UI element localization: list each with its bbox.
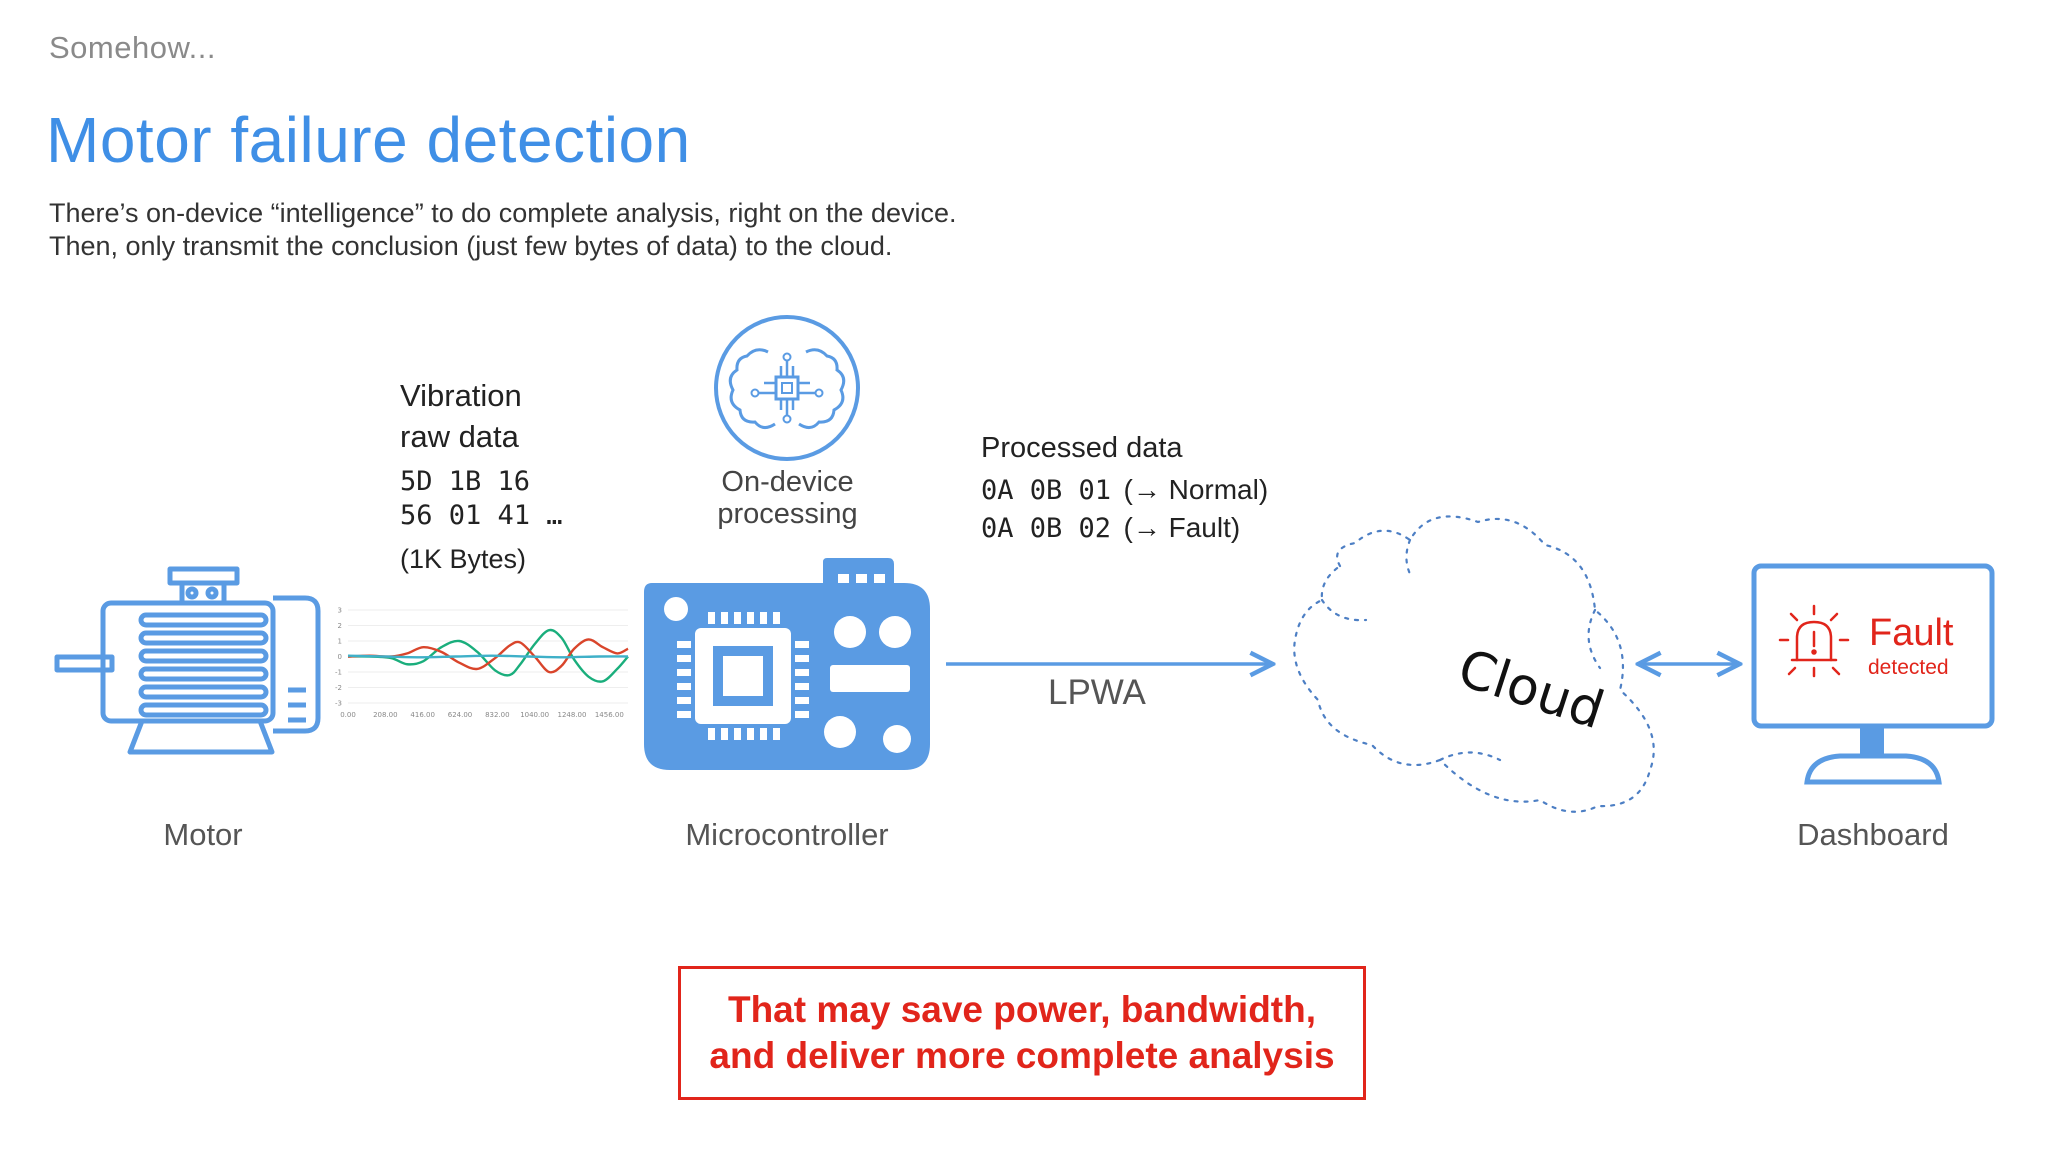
dashboard-status-title: Fault <box>1869 612 1954 654</box>
ai-brain-chip-icon <box>714 315 860 461</box>
chart-x-tick: 208.00 <box>373 711 398 719</box>
microcontroller-caption: Microcontroller <box>685 817 889 852</box>
chart-x-tick: 1040.00 <box>520 711 549 719</box>
raw-bytes-line-1: 5D 1B 16 <box>400 466 531 497</box>
cloud-label: Cloud <box>1451 638 1611 741</box>
chart-x-tick: 624.00 <box>448 711 473 719</box>
callout-line-2: and deliver more complete analysis <box>709 1035 1335 1076</box>
raw-data-heading-2: raw data <box>400 419 519 454</box>
chart-y-tick: 3 <box>338 607 342 615</box>
raw-bytes-line-2: 56 01 41 … <box>400 500 563 531</box>
alert-siren-icon <box>1778 604 1850 678</box>
processing-label-2: processing <box>717 498 858 530</box>
chart-x-tick: 1248.00 <box>558 711 587 719</box>
processed-line-normal: 0A 0B 01 (→ Normal) <box>981 474 1268 506</box>
chart-series-line-3 <box>347 654 629 659</box>
cloud-icon <box>1293 515 1655 813</box>
slide-title: Motor failure detection <box>46 104 691 176</box>
processed-line-fault: 0A 0B 02 (→ Fault) <box>981 512 1240 544</box>
chart-y-tick: -1 <box>335 669 342 677</box>
chart-y-tick: 2 <box>338 622 342 630</box>
chart-x-tick: 1456.00 <box>595 711 624 719</box>
lpwa-label: LPWA <box>1048 673 1146 712</box>
callout-line-1: That may save power, bandwidth, <box>727 989 1317 1030</box>
slide-kicker: Somehow... <box>49 30 216 65</box>
dashboard-caption: Dashboard <box>1797 817 1949 852</box>
chart-y-tick: -2 <box>335 684 342 692</box>
motor-caption: Motor <box>163 817 243 852</box>
processed-result-fault: (→ Fault) <box>1123 512 1241 543</box>
raw-data-heading-1: Vibration <box>400 378 522 413</box>
chart-x-tick: 0.00 <box>340 711 356 719</box>
chart-x-tick: 832.00 <box>485 711 510 719</box>
vibration-chart: 3 2 1 0 -1 -2 -3 0.00 208.00 416.00 624.00 832.00 10… <box>335 607 629 719</box>
dashboard-status-detail: detected <box>1868 656 1949 679</box>
processing-label-1: On-device <box>721 466 854 498</box>
processed-data-heading: Processed data <box>981 432 1183 464</box>
chart-y-tick: 1 <box>338 638 342 646</box>
raw-data-size: (1K Bytes) <box>400 544 527 574</box>
subtitle-line-1: There’s on-device “intelligence” to do c… <box>49 198 957 228</box>
microcontroller-icon <box>644 558 930 770</box>
chart-y-tick: 0 <box>338 653 342 661</box>
callout-box: That may save power, bandwidth, and deli… <box>678 966 1366 1100</box>
processed-result-normal: (→ Normal) <box>1123 474 1269 505</box>
processed-code-fault: 0A 0B 02 <box>981 513 1112 544</box>
processed-code-normal: 0A 0B 01 <box>981 475 1112 506</box>
subtitle-line-2: Then, only transmit the conclusion (just… <box>49 231 893 261</box>
chart-y-tick: -3 <box>335 700 342 708</box>
chart-series-line-2 <box>347 638 629 674</box>
chart-x-tick: 416.00 <box>410 711 435 719</box>
chart-series-line-1 <box>347 628 629 683</box>
motor-icon <box>54 566 321 755</box>
dashboard-monitor-icon <box>1751 563 1995 785</box>
